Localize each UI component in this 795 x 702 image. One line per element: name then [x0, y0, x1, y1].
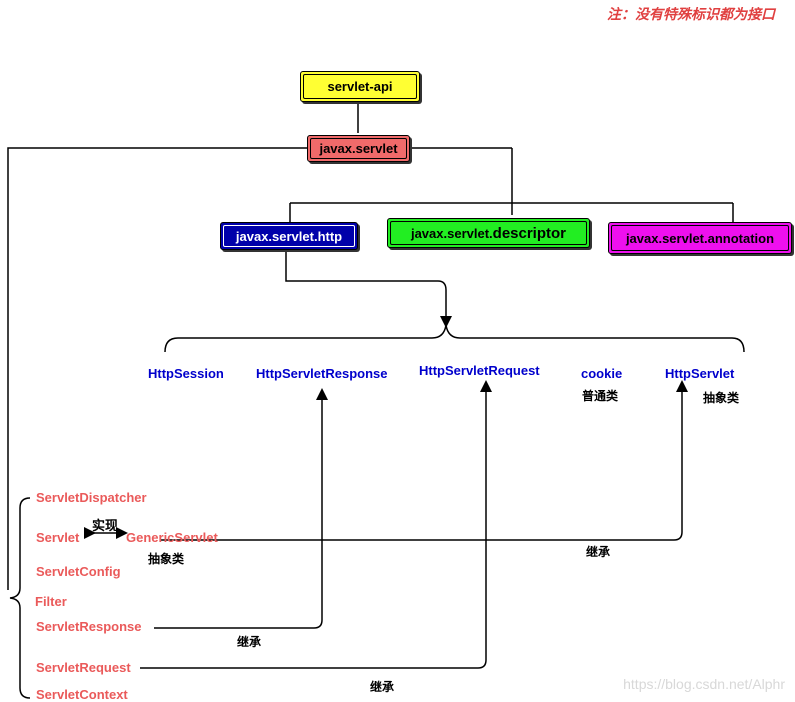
line-javax-left	[7, 147, 308, 590]
descriptor-prefix: javax.servlet.	[410, 225, 493, 241]
servlet-api-box: servlet-api	[300, 71, 420, 102]
servlet-request-label: ServletRequest	[36, 660, 131, 675]
servlet-context-label: ServletContext	[36, 687, 128, 702]
servlet-config-label: ServletConfig	[36, 564, 121, 579]
inherit-label-request: 继承	[370, 680, 395, 694]
servlet-members-brace	[9, 497, 31, 699]
inherit-line-request	[140, 380, 492, 669]
legend-note: 注：没有特殊标识都为接口	[607, 6, 775, 22]
cookie-label: cookie	[581, 366, 623, 381]
inherit-line-response	[154, 388, 328, 629]
generic-servlet-note: 抽象类	[148, 552, 185, 566]
javax-servlet-http-box: javax.servlet.http	[220, 222, 358, 250]
http-session-label: HttpSession	[148, 366, 224, 381]
cookie-note: 普通类	[582, 389, 619, 403]
javax-servlet-descriptor-box: javax.servlet.descriptor	[387, 218, 590, 248]
implements-label: 实现	[92, 518, 119, 533]
generic-servlet-label: GenericServlet	[126, 530, 218, 545]
http-members-brace	[164, 324, 745, 353]
servlet-label: Servlet	[36, 530, 80, 545]
javax-servlet-descriptor-label: javax.servlet.descriptor	[411, 225, 566, 242]
descriptor-suffix: descriptor	[492, 224, 567, 242]
http-servlet-response-label: HttpServletResponse	[256, 366, 388, 381]
filter-label: Filter	[35, 594, 67, 609]
watermark: https://blog.csdn.net/Alphr	[623, 676, 785, 692]
servlet-api-label: servlet-api	[327, 79, 393, 94]
servlet-dispatcher-label: ServletDispatcher	[36, 490, 147, 505]
javax-servlet-annotation-box: javax.servlet.annotation	[608, 222, 792, 254]
javax-servlet-annotation-label: javax.servlet.annotation	[625, 230, 775, 246]
inherit-label-response: 继承	[237, 635, 262, 649]
inherit-label-generic: 继承	[586, 545, 611, 559]
inherit-line-generic	[160, 380, 688, 541]
servlet-response-label: ServletResponse	[36, 619, 142, 634]
javax-servlet-http-label: javax.servlet.http	[235, 228, 343, 244]
http-servlet-note: 抽象类	[703, 391, 740, 405]
javax-servlet-box: javax.servlet	[307, 135, 410, 162]
http-servlet-label: HttpServlet	[665, 366, 735, 381]
javax-servlet-label: javax.servlet	[319, 141, 398, 156]
line-http-to-brace	[285, 250, 452, 328]
http-servlet-request-label: HttpServletRequest	[419, 363, 540, 378]
